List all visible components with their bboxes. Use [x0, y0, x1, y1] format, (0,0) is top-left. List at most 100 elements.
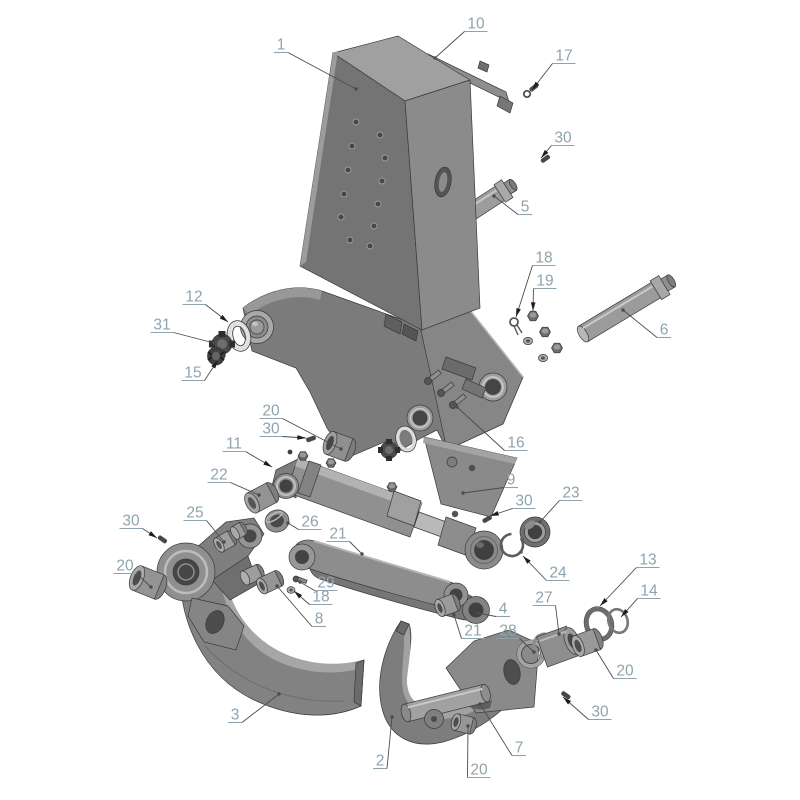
- leader-end-dot: [286, 521, 290, 525]
- callout-number: 27: [535, 590, 552, 607]
- part-lock-nut-lower: [378, 439, 400, 461]
- callout-number: 29: [317, 575, 334, 592]
- callout-14-34: 14: [620, 583, 661, 618]
- callout-26-20: 26: [286, 514, 322, 531]
- callout-number: 22: [210, 467, 227, 484]
- callout-number: 6: [660, 322, 669, 339]
- part-7-pin: [400, 684, 491, 723]
- part-seal-ring-lower: [395, 425, 417, 453]
- part-20-bushing-right: [571, 628, 604, 657]
- callout-number: 1: [277, 37, 286, 54]
- callout-24-24: 24: [522, 555, 570, 582]
- callout-10-1: 10: [433, 16, 488, 60]
- part-19-nut-a: [527, 310, 539, 322]
- callout-12-8: 12: [182, 289, 229, 323]
- callout-5-4: 5: [492, 194, 532, 216]
- leader-end-dot: [390, 715, 394, 719]
- callout-number: 30: [591, 704, 609, 721]
- leader-end-dot: [275, 584, 279, 588]
- part-19-nut-b: [539, 326, 551, 338]
- callout-number: 21: [464, 623, 481, 640]
- part-23-bearing: [519, 516, 551, 548]
- callout-8-27: 8: [275, 584, 326, 628]
- callout-30-36: 30: [562, 696, 612, 721]
- leader-arrowhead: [211, 360, 218, 369]
- callout-number: 20: [470, 762, 488, 779]
- callout-number: 28: [499, 623, 516, 640]
- leader-end-dot: [298, 580, 302, 584]
- part-18-washer-c: [538, 354, 548, 362]
- part-30-set-screw-top: [540, 154, 550, 163]
- part-19-nut-c: [551, 342, 563, 354]
- callout-27-31: 27: [532, 590, 561, 636]
- callout-number: 23: [562, 485, 579, 502]
- callout-4-29: 4: [476, 601, 510, 618]
- part-29-bolt: [292, 575, 308, 584]
- callout-20-35: 20: [594, 648, 637, 680]
- leader-arrowhead: [219, 314, 228, 322]
- leader-end-dot: [621, 308, 625, 312]
- callout-11-13: 11: [222, 436, 273, 468]
- part-20-bushing-left: [128, 565, 168, 600]
- leader-end-dot: [532, 650, 536, 654]
- leader-end-dot: [339, 447, 343, 451]
- leader-end-dot: [476, 611, 480, 615]
- callout-number: 2: [376, 753, 385, 770]
- leader-end-dot: [212, 341, 216, 345]
- leader-end-dot: [452, 613, 456, 617]
- callout-number: 19: [536, 273, 553, 290]
- callout-number: 24: [549, 565, 567, 582]
- callout-number: 20: [262, 403, 280, 420]
- callout-1-0: 1: [274, 37, 358, 91]
- part-1-tower-plate: [299, 35, 481, 342]
- leader-arrowhead: [621, 608, 629, 617]
- callout-number: 30: [262, 421, 280, 438]
- callout-21-30: 21: [452, 613, 485, 640]
- part-30-set-screw-left: [157, 535, 168, 544]
- leader-arrowhead: [541, 149, 549, 158]
- callout-18-5: 18: [515, 250, 556, 318]
- callout-number: 9: [507, 472, 516, 489]
- part-15-slotted-nut: [207, 346, 225, 366]
- leader-end-dot: [277, 692, 281, 696]
- callout-number: 12: [185, 289, 202, 306]
- callout-30-3: 30: [540, 130, 575, 159]
- callout-number: 18: [312, 589, 329, 606]
- callout-number: 30: [515, 493, 533, 510]
- leader-arrowhead: [263, 460, 272, 467]
- callout-number: 26: [301, 514, 318, 531]
- small-pin-dot: [287, 449, 293, 455]
- leader-arrowhead: [294, 591, 303, 599]
- callout-2-38: 2: [373, 715, 394, 770]
- part-30-set-screw-center: [482, 515, 492, 523]
- leader-arrowhead: [148, 531, 157, 538]
- callout-number: 15: [184, 365, 201, 382]
- callout-20-11: 20: [259, 403, 343, 451]
- part-25-pivot-clevis: [156, 517, 265, 651]
- callout-13-33: 13: [599, 552, 660, 607]
- leader-end-dot: [461, 491, 465, 495]
- part-26-ring: [264, 509, 290, 533]
- callouts-layer: 1101730518196123115203011221692530202621…: [113, 16, 671, 779]
- part-7-washer-head: [424, 709, 444, 729]
- callout-number: 21: [329, 526, 346, 543]
- part-18-cotter-pin: [509, 317, 523, 336]
- callout-number: 16: [507, 435, 524, 452]
- part-13-seal-ring: [583, 606, 615, 642]
- leader-end-dot: [455, 405, 459, 409]
- callout-number: 8: [315, 611, 324, 628]
- callout-number: 30: [554, 130, 572, 147]
- callout-3-28: 3: [228, 692, 281, 724]
- callout-number: 4: [499, 601, 508, 618]
- callout-20-19: 20: [113, 558, 153, 589]
- callout-28-32: 28: [496, 623, 536, 654]
- callout-number: 7: [515, 740, 524, 757]
- part-11-hydraulic-cylinder: [271, 451, 504, 570]
- callout-number: 17: [555, 48, 572, 65]
- callout-30-18: 30: [119, 513, 158, 539]
- leader-end-dot: [354, 87, 358, 91]
- callout-30-23: 30: [489, 493, 536, 517]
- leader-end-dot: [433, 56, 437, 60]
- callout-number: 10: [467, 16, 485, 33]
